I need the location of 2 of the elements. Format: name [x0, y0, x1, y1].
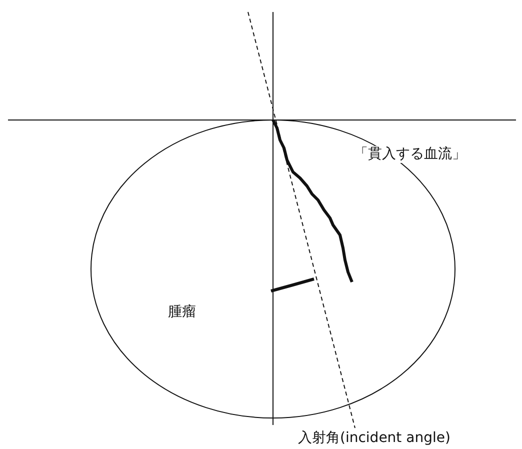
angle-label: 入射角(incident angle) — [298, 430, 450, 447]
region-label: 腫瘤 — [168, 304, 196, 321]
